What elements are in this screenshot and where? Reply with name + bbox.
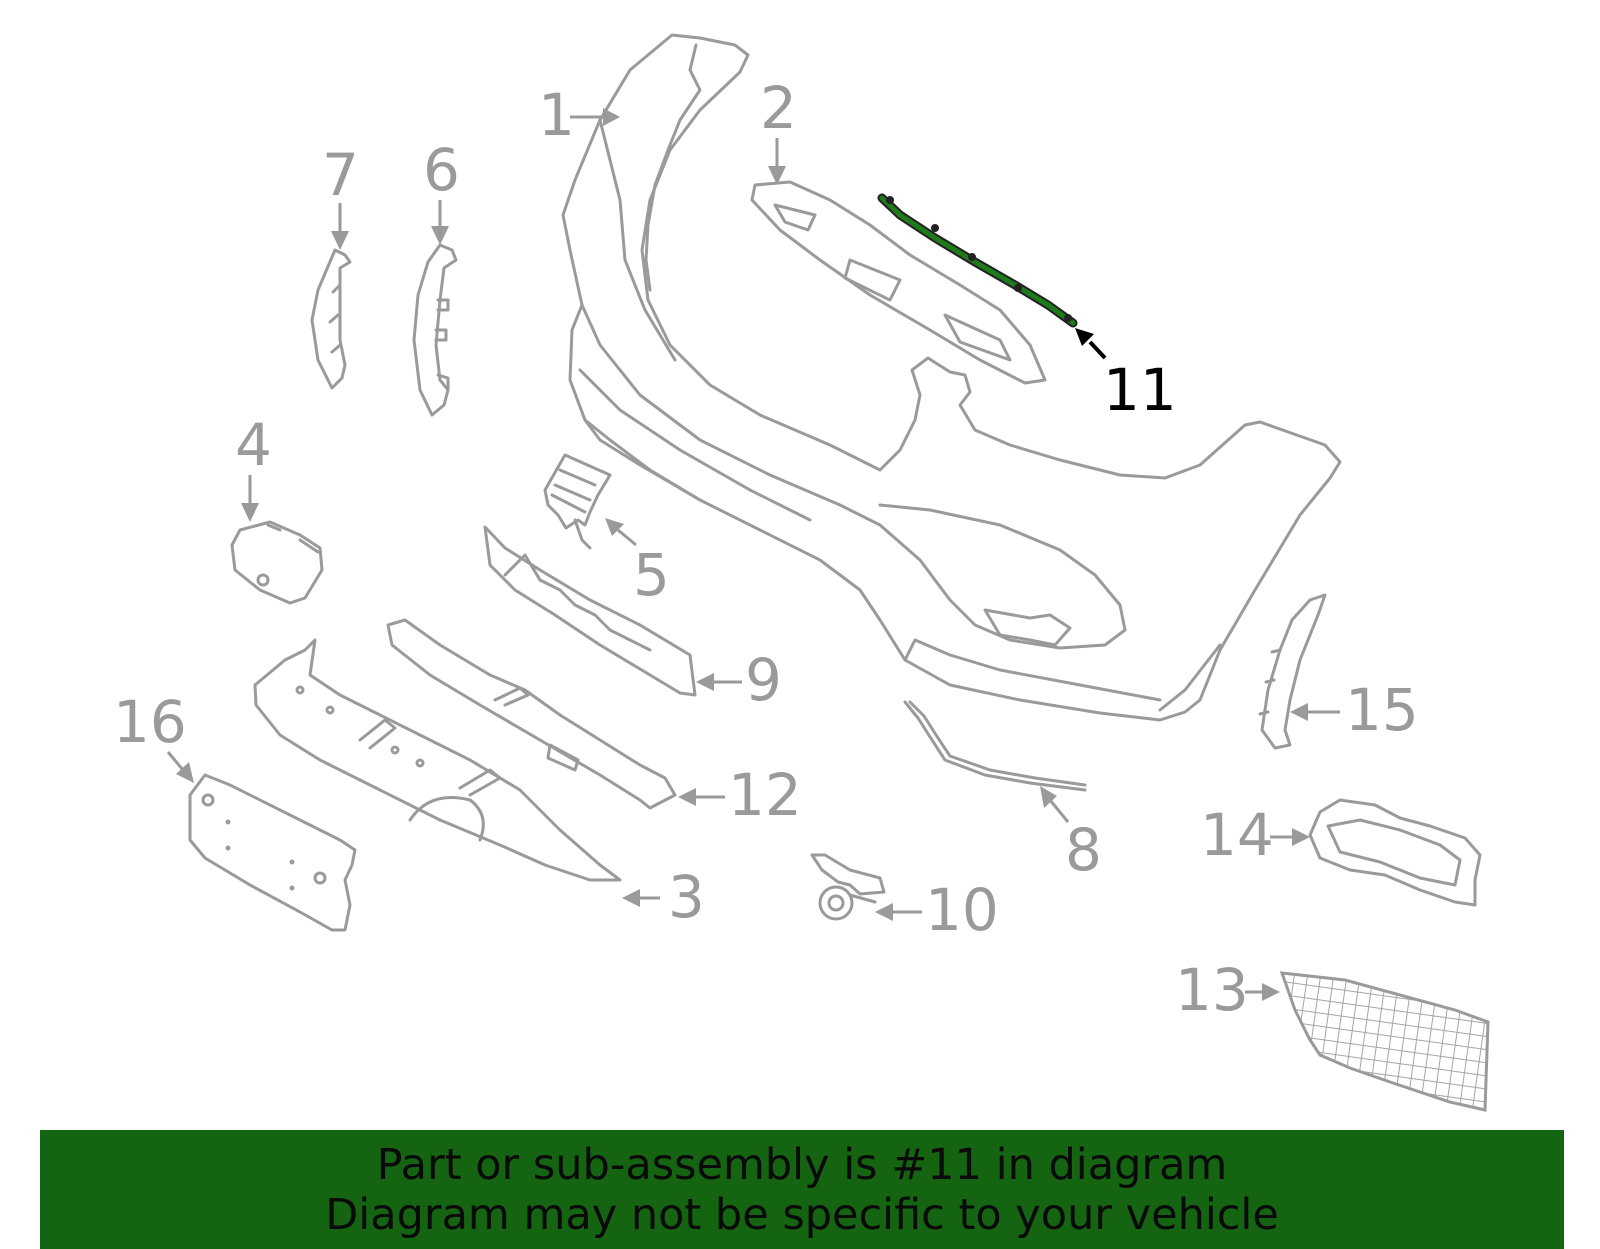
svg-text:14: 14 [1200, 801, 1274, 869]
callout-8[interactable]: 8 [1040, 786, 1102, 884]
svg-text:11: 11 [1103, 356, 1177, 424]
part-5-bracket[interactable] [543, 453, 612, 550]
callout-11-highlighted[interactable]: 11 [1075, 328, 1177, 424]
part-1-bumper-cover[interactable] [561, 33, 1342, 722]
svg-text:2: 2 [760, 74, 797, 142]
part-9-reinforcement[interactable] [483, 525, 697, 697]
svg-text:6: 6 [423, 136, 460, 204]
svg-text:16: 16 [113, 688, 187, 756]
svg-text:7: 7 [322, 141, 359, 209]
svg-text:5: 5 [633, 541, 670, 609]
part-12-absorber[interactable] [386, 618, 677, 810]
callout-10[interactable]: 10 [875, 876, 999, 944]
svg-text:4: 4 [235, 411, 272, 479]
callout-6[interactable]: 6 [423, 136, 460, 245]
svg-text:1: 1 [538, 81, 575, 149]
callout-5[interactable]: 5 [605, 518, 670, 609]
callout-12[interactable]: 12 [678, 761, 802, 829]
svg-text:3: 3 [668, 863, 705, 931]
part-11-molding-highlighted[interactable] [877, 193, 1078, 328]
callout-3[interactable]: 3 [622, 863, 705, 931]
info-banner: Part or sub-assembly is #11 in diagram D… [40, 1130, 1564, 1249]
svg-text:15: 15 [1345, 676, 1419, 744]
part-15-trim[interactable] [1258, 593, 1327, 750]
part-14-bezel[interactable] [1308, 798, 1482, 907]
part-10-sensor[interactable] [810, 853, 886, 921]
svg-text:8: 8 [1065, 816, 1102, 884]
part-13-mesh-grille[interactable] [1279, 971, 1490, 1112]
callout-9[interactable]: 9 [696, 646, 782, 714]
callout-14[interactable]: 14 [1200, 801, 1310, 869]
part-8-molding[interactable] [903, 700, 1087, 792]
callout-2[interactable]: 2 [760, 74, 797, 185]
callout-1[interactable]: 1 [538, 81, 620, 149]
banner-line-2: Diagram may not be specific to your vehi… [325, 1189, 1279, 1240]
part-7-bracket[interactable] [310, 248, 352, 390]
svg-text:13: 13 [1175, 956, 1249, 1024]
callout-7[interactable]: 7 [322, 141, 359, 250]
svg-text:10: 10 [925, 876, 999, 944]
part-6-bracket[interactable] [412, 243, 458, 417]
part-4-cover[interactable] [230, 520, 324, 605]
callout-15[interactable]: 15 [1290, 676, 1419, 744]
callout-13[interactable]: 13 [1175, 956, 1280, 1024]
banner-line-1: Part or sub-assembly is #11 in diagram [376, 1139, 1228, 1190]
part-16-license-bracket[interactable] [188, 773, 357, 932]
parts-diagram: 1 2 3 4 5 6 7 8 9 10 11 12 [113, 33, 1490, 1112]
svg-text:9: 9 [745, 646, 782, 714]
callout-16[interactable]: 16 [113, 688, 194, 783]
callout-4[interactable]: 4 [235, 411, 272, 522]
part-3-lower-grille[interactable] [253, 638, 622, 882]
svg-text:12: 12 [728, 761, 802, 829]
part-2-upper-grille-trim[interactable] [750, 180, 1047, 385]
